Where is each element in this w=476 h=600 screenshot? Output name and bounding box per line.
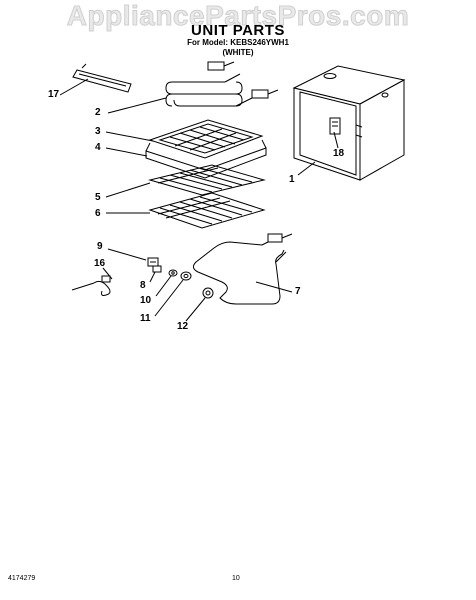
leader-8 <box>149 271 156 283</box>
callout-9: 9 <box>97 241 103 252</box>
model-line: For Model: KEBS246YWH1 <box>0 38 476 47</box>
part-12-grommet <box>202 287 214 299</box>
document-number: 4174279 <box>8 575 36 582</box>
page-title: UNIT PARTS <box>191 22 285 39</box>
leader-4 <box>105 147 148 157</box>
callout-2: 2 <box>95 107 101 118</box>
page-number: 10 <box>232 575 240 582</box>
part-4-broiler-pan <box>145 139 267 179</box>
callout-5: 5 <box>95 192 101 203</box>
leader-1 <box>297 161 316 176</box>
part-1-oven-cavity <box>292 65 406 181</box>
callout-17: 17 <box>48 89 60 100</box>
callout-1: 1 <box>289 174 295 185</box>
leader-12 <box>185 297 206 322</box>
part-5-oven-rack <box>148 164 266 196</box>
part-6-oven-rack <box>148 192 266 229</box>
callout-3: 3 <box>95 126 101 137</box>
callout-12: 12 <box>177 321 189 332</box>
leader-11 <box>154 279 184 317</box>
part-17-bracket <box>72 63 132 93</box>
part-3-broiler-pan-insert <box>148 119 264 159</box>
model-number: KEBS246YWH1 <box>230 38 289 47</box>
leader-17 <box>59 78 89 96</box>
leader-16 <box>102 267 113 280</box>
callout-6: 6 <box>95 208 101 219</box>
watermark-text: AppliancePartsPros.com <box>66 0 410 32</box>
part-7-bake-element <box>192 233 293 305</box>
model-color: (WHITE) <box>222 48 254 57</box>
callout-10: 10 <box>140 295 152 306</box>
part-10-nut <box>168 269 178 277</box>
model-prefix: For Model: <box>187 38 228 47</box>
callout-4: 4 <box>95 142 101 153</box>
callout-16: 16 <box>94 258 106 269</box>
callout-7: 7 <box>295 286 301 297</box>
part-16-sensor <box>71 275 111 296</box>
callout-18: 18 <box>333 148 345 159</box>
part-11-fitting <box>180 271 192 281</box>
leader-10 <box>155 275 172 297</box>
leader-18 <box>333 131 339 149</box>
part-9-bracket <box>147 257 159 267</box>
part-2-broil-element <box>165 61 279 107</box>
leader-9 <box>107 248 147 261</box>
leader-7 <box>255 281 293 293</box>
callout-11: 11 <box>140 313 151 324</box>
leader-5 <box>105 182 151 198</box>
leader-3 <box>105 131 154 142</box>
leader-2 <box>107 97 167 114</box>
part-8-small-part <box>152 265 162 273</box>
callout-8: 8 <box>140 280 146 291</box>
